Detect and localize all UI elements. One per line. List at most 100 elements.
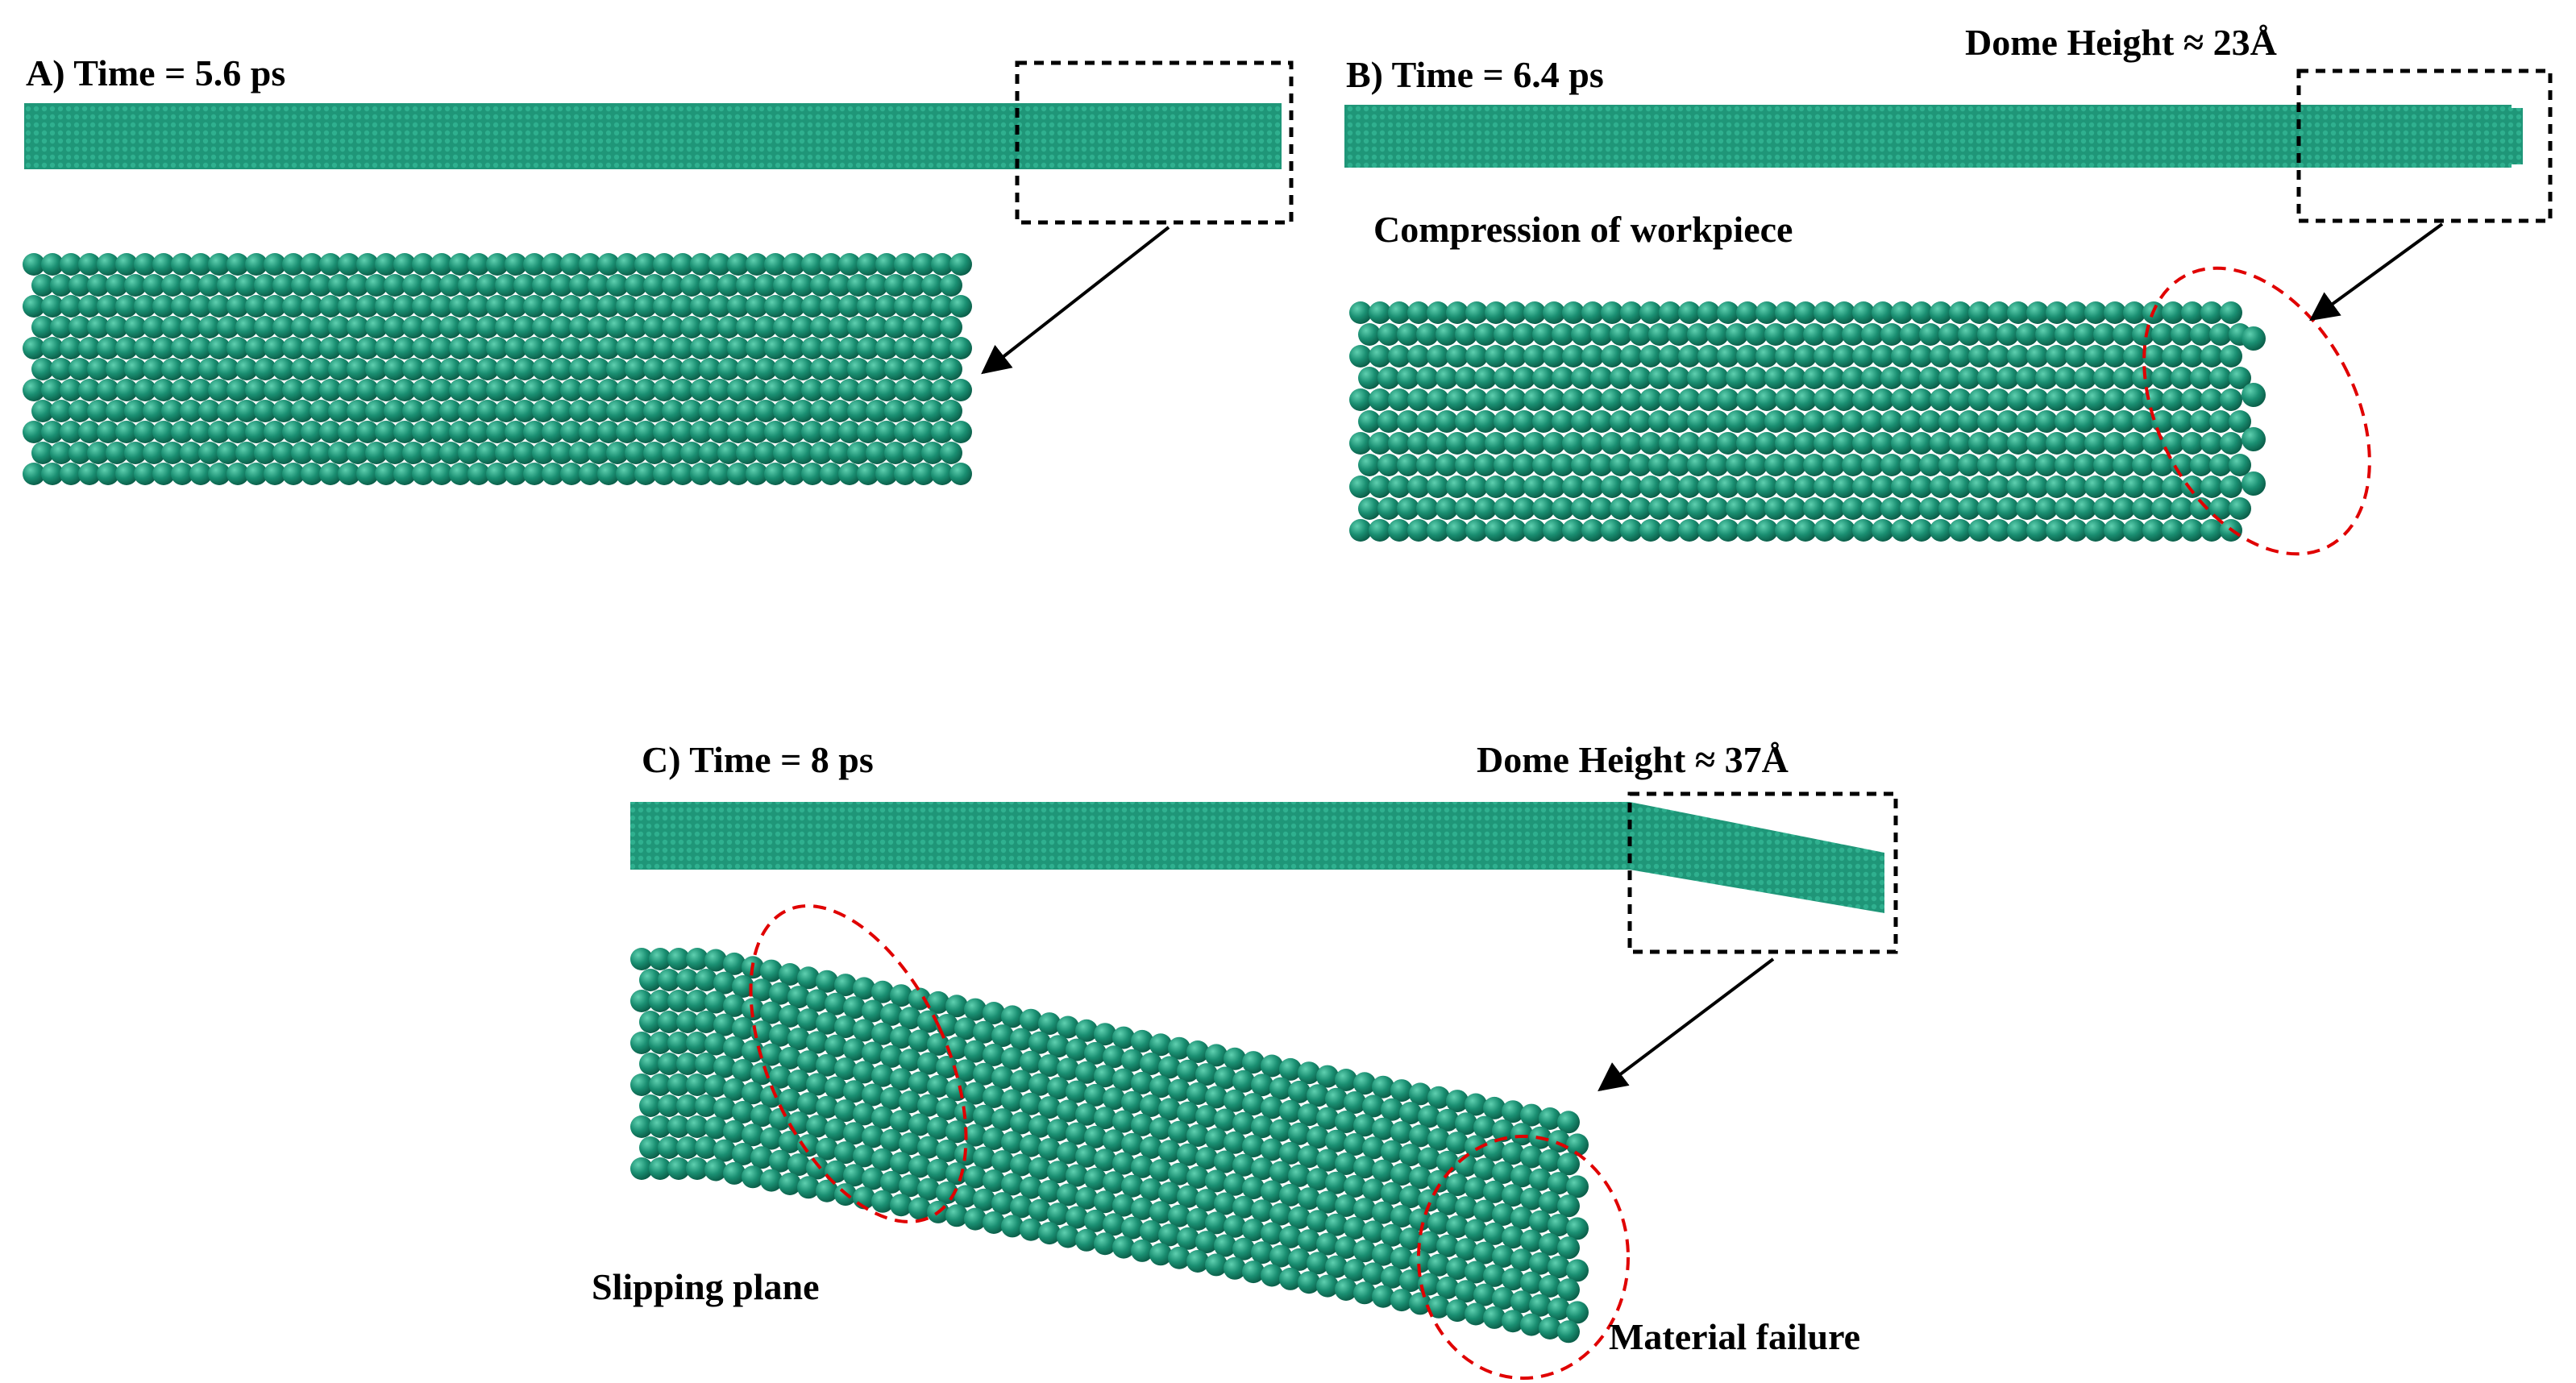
- atom: [375, 295, 397, 318]
- atom: [1620, 301, 1643, 324]
- atom: [983, 1086, 1005, 1108]
- atom: [189, 421, 212, 443]
- atom: [1552, 497, 1574, 520]
- atom: [1465, 432, 1488, 455]
- atom: [1910, 476, 1933, 498]
- atom: [226, 379, 249, 401]
- atom: [717, 400, 740, 422]
- atom: [1502, 1226, 1524, 1249]
- atom: [1581, 388, 1604, 411]
- atom: [2162, 519, 2184, 542]
- atom: [825, 1076, 847, 1099]
- atom: [1335, 1069, 1357, 1091]
- atom: [402, 316, 425, 338]
- atom: [1513, 410, 1535, 433]
- atom: [606, 400, 629, 422]
- atom: [658, 969, 680, 991]
- atom: [1968, 301, 1991, 324]
- atom: [1325, 1087, 1348, 1111]
- atom: [2229, 454, 2251, 476]
- atom: [890, 1068, 912, 1091]
- atom: [1571, 454, 1593, 476]
- atom: [662, 400, 684, 422]
- atom: [495, 400, 517, 422]
- atom: [899, 1174, 921, 1198]
- atom: [2065, 301, 2088, 324]
- atom: [1121, 1049, 1144, 1072]
- atom: [87, 400, 110, 422]
- atom: [1307, 1168, 1329, 1191]
- atom: [1504, 519, 1527, 542]
- atom: [2046, 476, 2068, 498]
- atom: [1659, 432, 1681, 455]
- atom: [412, 253, 434, 276]
- atom: [1852, 519, 1875, 542]
- atom: [1121, 1132, 1144, 1156]
- atom: [606, 316, 629, 338]
- atom: [1177, 1059, 1199, 1082]
- atom: [742, 1040, 764, 1063]
- atom: [31, 358, 54, 380]
- atom: [806, 1115, 829, 1138]
- atom: [226, 421, 249, 443]
- atom: [1523, 476, 1546, 498]
- atom: [816, 1137, 838, 1161]
- atom: [871, 1106, 894, 1129]
- atom: [1562, 301, 1585, 324]
- atom: [1435, 367, 1458, 389]
- atom: [1822, 497, 1845, 520]
- atom: [560, 463, 583, 485]
- atom: [189, 463, 212, 485]
- atom: [1510, 1290, 1533, 1314]
- atom: [597, 295, 620, 318]
- atom: [31, 274, 54, 297]
- atom: [1446, 476, 1469, 498]
- atom: [912, 295, 935, 318]
- atom: [208, 463, 231, 485]
- atom: [899, 1049, 921, 1072]
- atom: [1977, 497, 2000, 520]
- atom: [2132, 367, 2154, 389]
- atom: [843, 1080, 866, 1103]
- atom: [1298, 1103, 1320, 1127]
- atom: [1988, 432, 2010, 455]
- atom: [1764, 367, 1787, 389]
- atom: [1996, 454, 2019, 476]
- atom: [1131, 1197, 1153, 1220]
- atom: [245, 463, 268, 485]
- atom: [890, 1026, 912, 1049]
- atom: [1678, 301, 1701, 324]
- atom: [1532, 367, 1555, 389]
- atom: [291, 274, 314, 297]
- atom: [1381, 1140, 1403, 1163]
- atom: [1590, 497, 1613, 520]
- atom: [1930, 345, 1952, 368]
- atom: [2123, 519, 2146, 542]
- atom: [319, 463, 342, 485]
- atom: [820, 421, 842, 443]
- atom: [606, 442, 629, 464]
- atom: [532, 316, 555, 338]
- atom: [235, 442, 258, 464]
- atom: [912, 421, 935, 443]
- atom: [1149, 1033, 1172, 1057]
- atom: [1659, 301, 1681, 324]
- atom: [1891, 519, 1913, 542]
- atom: [301, 295, 323, 318]
- atom: [991, 1150, 1014, 1173]
- atom: [829, 316, 851, 338]
- atom: [625, 442, 647, 464]
- atom: [1910, 388, 1933, 411]
- atom: [78, 421, 101, 443]
- zoom-box-b: [2296, 69, 2553, 223]
- atom: [588, 442, 610, 464]
- atom: [1581, 301, 1604, 324]
- atom: [143, 442, 165, 464]
- atom: [2162, 301, 2184, 324]
- atom: [2220, 432, 2242, 455]
- atom: [569, 442, 592, 464]
- atom: [1639, 519, 1662, 542]
- atom: [1601, 345, 1623, 368]
- atom: [853, 1103, 875, 1126]
- atom: [1390, 1205, 1413, 1228]
